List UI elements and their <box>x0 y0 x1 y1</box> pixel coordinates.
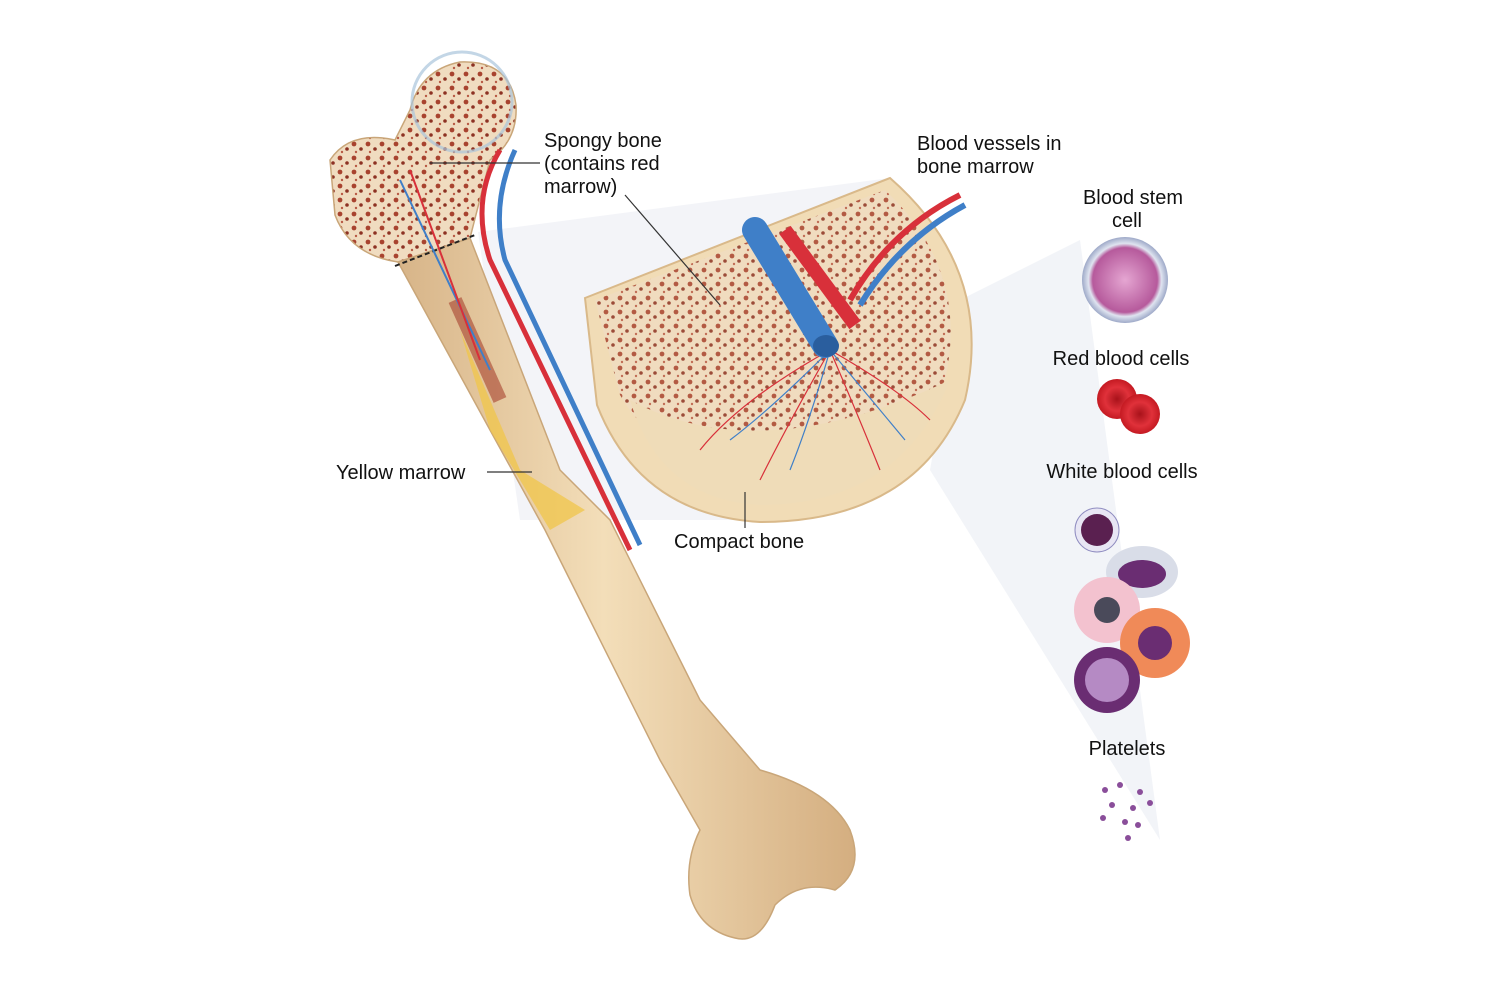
platelets-image <box>1100 782 1153 841</box>
label-compact-bone: Compact bone <box>674 531 804 553</box>
label-platelets: Platelets <box>1089 738 1166 760</box>
femur <box>329 50 856 940</box>
blood-stem-cell-image <box>1082 237 1168 323</box>
label-white-blood-cells: White blood cells <box>1046 461 1197 483</box>
label-spongy-bone-3: marrow) <box>544 176 617 198</box>
bone-cross-section <box>583 176 973 524</box>
white-blood-cells-image <box>1074 507 1190 713</box>
label-yellow-marrow: Yellow marrow <box>336 462 466 484</box>
artery-vessel <box>479 148 633 552</box>
yellow-marrow-region <box>460 330 585 530</box>
leader-spongy-section <box>624 194 721 306</box>
label-blood-vessels-2: bone marrow <box>917 156 1034 178</box>
label-blood-vessels-1: Blood vessels in <box>917 133 1062 155</box>
section-artery <box>779 225 861 330</box>
label-spongy-bone-2: (contains red <box>544 153 660 175</box>
section-vein <box>742 217 838 358</box>
label-spongy-bone-1: Spongy bone <box>544 130 662 152</box>
red-blood-cells-image <box>1097 379 1160 434</box>
label-red-blood-cells: Red blood cells <box>1053 348 1190 370</box>
label-blood-stem-cell-2: cell <box>1112 210 1142 232</box>
label-blood-stem-cell-1: Blood stem <box>1083 187 1183 209</box>
